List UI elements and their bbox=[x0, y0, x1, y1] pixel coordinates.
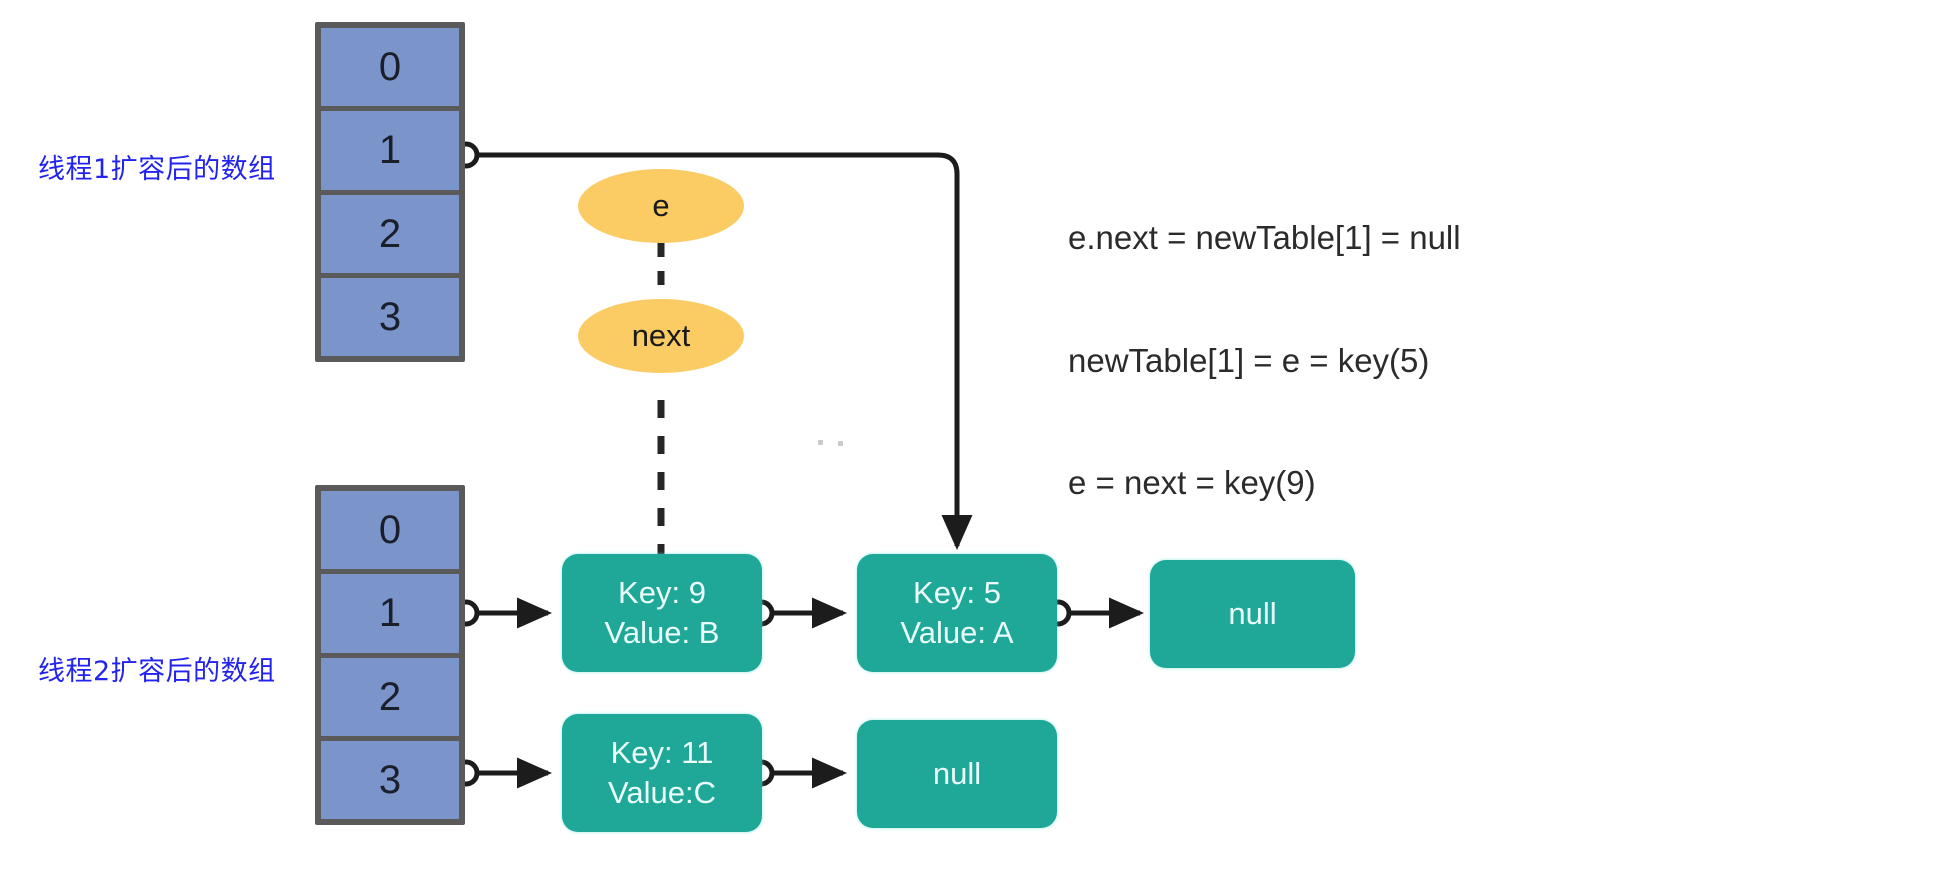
array-thread2-cell-0[interactable]: 0 bbox=[321, 491, 459, 575]
node-null-bottom-label: null bbox=[932, 756, 982, 792]
array-thread1-cell-3[interactable]: 3 bbox=[321, 277, 459, 356]
label-thread2-array: 线程2扩容后的数组 bbox=[38, 656, 276, 687]
pointer-ellipse-e-label: e bbox=[652, 188, 670, 223]
node-key9-key: Key: 9 bbox=[618, 575, 706, 611]
pointer-ellipse-e: e bbox=[578, 169, 744, 243]
code-note-block: e.next = newTable[1] = null newTable[1] … bbox=[1068, 136, 1461, 586]
node-key11-key: Key: 11 bbox=[610, 735, 714, 771]
array-thread2-cell-1-label: 1 bbox=[378, 591, 402, 636]
array-thread1-cell-2[interactable]: 2 bbox=[321, 194, 459, 278]
array-thread2-cell-2-label: 2 bbox=[378, 674, 402, 719]
array-thread1-cell-3-label: 3 bbox=[378, 294, 402, 339]
array-thread2-cell-3-label: 3 bbox=[378, 757, 402, 802]
code-note-line-1: e.next = newTable[1] = null bbox=[1068, 218, 1461, 256]
node-null-bottom[interactable]: null bbox=[857, 720, 1057, 828]
array-thread1-cell-2-label: 2 bbox=[378, 211, 402, 256]
array-thread2: 0 1 2 3 bbox=[315, 485, 465, 825]
array-thread1-cell-1-label: 1 bbox=[378, 128, 402, 173]
array-thread1: 0 1 2 3 bbox=[315, 22, 465, 362]
array-thread1-cell-0-label: 0 bbox=[378, 45, 402, 90]
array-thread1-cell-1[interactable]: 1 bbox=[321, 111, 459, 195]
scan-artifact-dot-1 bbox=[818, 440, 823, 445]
node-key9-value: Value: B bbox=[604, 615, 720, 650]
array-thread1-cell-0[interactable]: 0 bbox=[321, 28, 459, 112]
array-thread2-cell-3[interactable]: 3 bbox=[321, 740, 459, 819]
node-key11[interactable]: Key: 11 Value:C bbox=[562, 714, 762, 832]
node-key5[interactable]: Key: 5 Value: A bbox=[857, 554, 1057, 672]
array-thread2-cell-0-label: 0 bbox=[378, 508, 402, 553]
node-null-top[interactable]: null bbox=[1150, 560, 1355, 668]
pointer-ellipse-next-label: next bbox=[631, 318, 691, 353]
node-key9[interactable]: Key: 9 Value: B bbox=[562, 554, 762, 672]
node-key5-key: Key: 5 bbox=[913, 575, 1001, 611]
node-null-top-label: null bbox=[1228, 596, 1277, 632]
code-note-line-3: e = next = key(9) bbox=[1068, 464, 1316, 502]
scan-artifact-dot-2 bbox=[838, 441, 843, 446]
code-note-line-2: newTable[1] = e = key(5) bbox=[1068, 341, 1430, 379]
node-key11-value: Value:C bbox=[608, 775, 716, 810]
array-thread2-cell-2[interactable]: 2 bbox=[321, 657, 459, 741]
array-thread2-cell-1[interactable]: 1 bbox=[321, 574, 459, 658]
node-key5-value: Value: A bbox=[900, 615, 1014, 650]
pointer-ellipse-next: next bbox=[578, 299, 744, 373]
label-thread1-array: 线程1扩容后的数组 bbox=[38, 154, 276, 185]
